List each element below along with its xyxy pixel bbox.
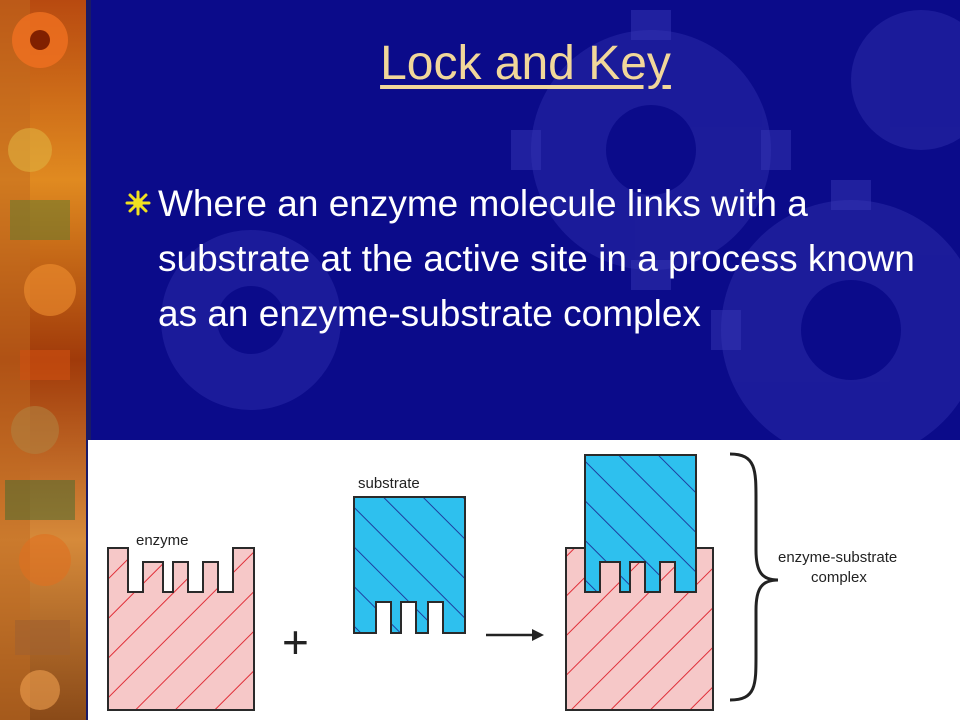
enzyme-shape <box>107 547 255 711</box>
curly-brace-icon <box>729 452 779 702</box>
right-arrow-icon <box>486 629 544 641</box>
enzyme-label: enzyme <box>136 532 189 549</box>
plus-sign: + <box>282 616 309 668</box>
complex-substrate-shape <box>584 454 697 593</box>
gear-background <box>91 0 960 460</box>
gear-pattern-icon <box>0 0 86 720</box>
substrate-label: substrate <box>358 475 420 492</box>
substrate-shape <box>353 496 466 634</box>
complex-label-line2: complex <box>811 569 867 586</box>
decorative-side-band <box>0 0 86 720</box>
bullet-icon <box>125 190 151 216</box>
complex-label-line1: enzyme-substrate <box>778 549 897 566</box>
bullet-text: Where an enzyme molecule links with a su… <box>158 183 915 334</box>
gear-watermark-icon <box>91 0 960 460</box>
band-edge <box>86 0 91 720</box>
slide-title: Lock and Key <box>380 37 671 90</box>
lock-and-key-diagram: enzyme + substrate <box>88 440 960 720</box>
